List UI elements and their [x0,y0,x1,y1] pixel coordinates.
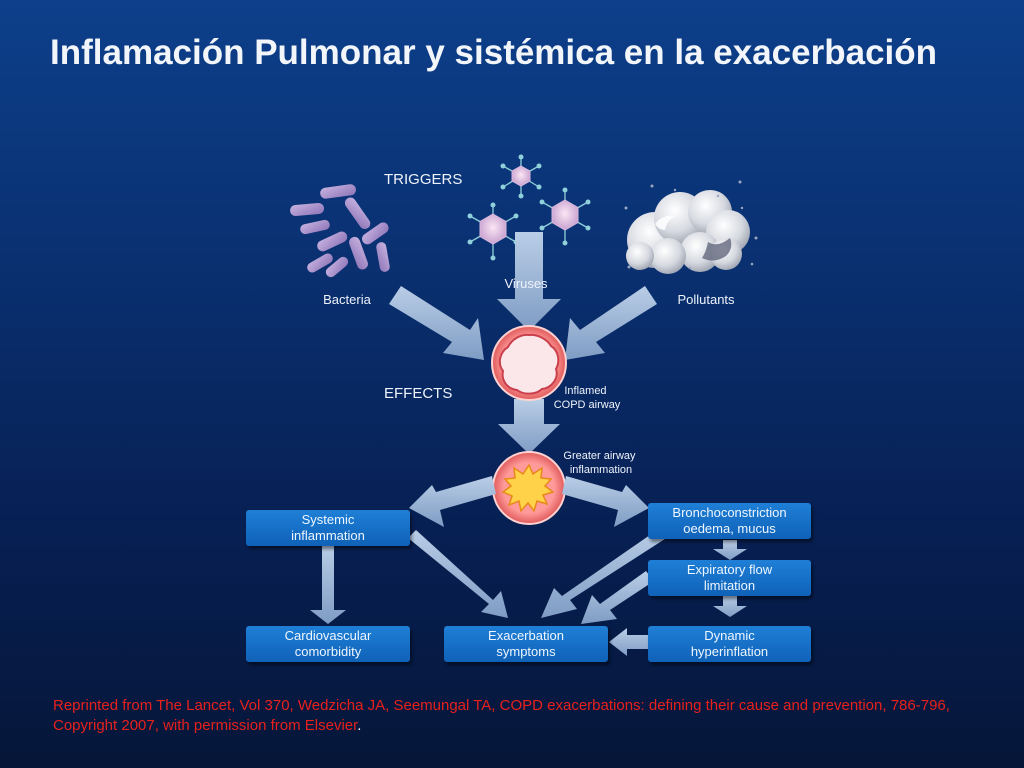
citation-text: Reprinted from The Lancet, Vol 370, Wedz… [53,697,950,734]
citation-credit: Reprinted from The Lancet, Vol 370, Wedz… [53,696,1013,736]
box-line: oedema, mucus [683,521,776,536]
greater-inflammation-label: Greater airway inflammation [563,450,638,476]
bacteria-icon [290,184,390,278]
greater-inflammation-line2: inflammation [570,464,632,476]
exacerbation-symptoms-box: Exacerbation symptoms [444,626,608,662]
arrow-connector [389,232,657,454]
greater-inflammation-icon [492,451,566,525]
citation-end-mark: . [357,717,362,734]
slide-title: Inflamación Pulmonar y sistémica en la e… [50,33,938,72]
box-line: Systemic [301,512,355,527]
effects-heading: EFFECTS [384,385,452,402]
box-line: symptoms [496,644,556,659]
greater-inflammation-line1: Greater airway [563,450,636,462]
pollutants-icon [624,180,758,274]
inflamed-airway-line2: COPD airway [554,399,621,411]
virus-icon [467,154,591,261]
cardiovascular-comorbidity-box: Cardiovascular comorbidity [246,626,410,662]
inflamed-airway-line1: Inflamed [564,385,606,397]
triggers-heading: TRIGGERS [384,171,462,188]
box-line: hyperinflation [690,644,769,659]
inflamed-airway-icon [491,325,567,401]
box-line: comorbidity [294,644,362,659]
box-line: Expiratory flow [686,562,773,577]
systemic-inflammation-box: Systemic inflammation [246,510,410,546]
arrow-connector [310,476,747,656]
box-line: Exacerbation [488,628,564,643]
dynamic-hyperinflation-box: Dynamic hyperinflation [648,626,811,662]
inflamed-airway-label: Inflamed COPD airway [554,385,621,411]
virus-icon [479,165,579,245]
box-line: Dynamic [704,628,755,643]
box-line: inflammation [291,528,365,543]
pollutants-label: Pollutants [677,292,735,307]
box-line: Cardiovascular [284,628,372,643]
expiratory-flow-box: Expiratory flow limitation [648,560,811,596]
box-line: Bronchoconstriction [672,505,787,520]
bronchoconstriction-box: Bronchoconstriction oedema, mucus [648,503,811,539]
viruses-label: Viruses [504,276,548,291]
bacteria-label: Bacteria [323,292,371,307]
box-line: limitation [703,578,756,593]
